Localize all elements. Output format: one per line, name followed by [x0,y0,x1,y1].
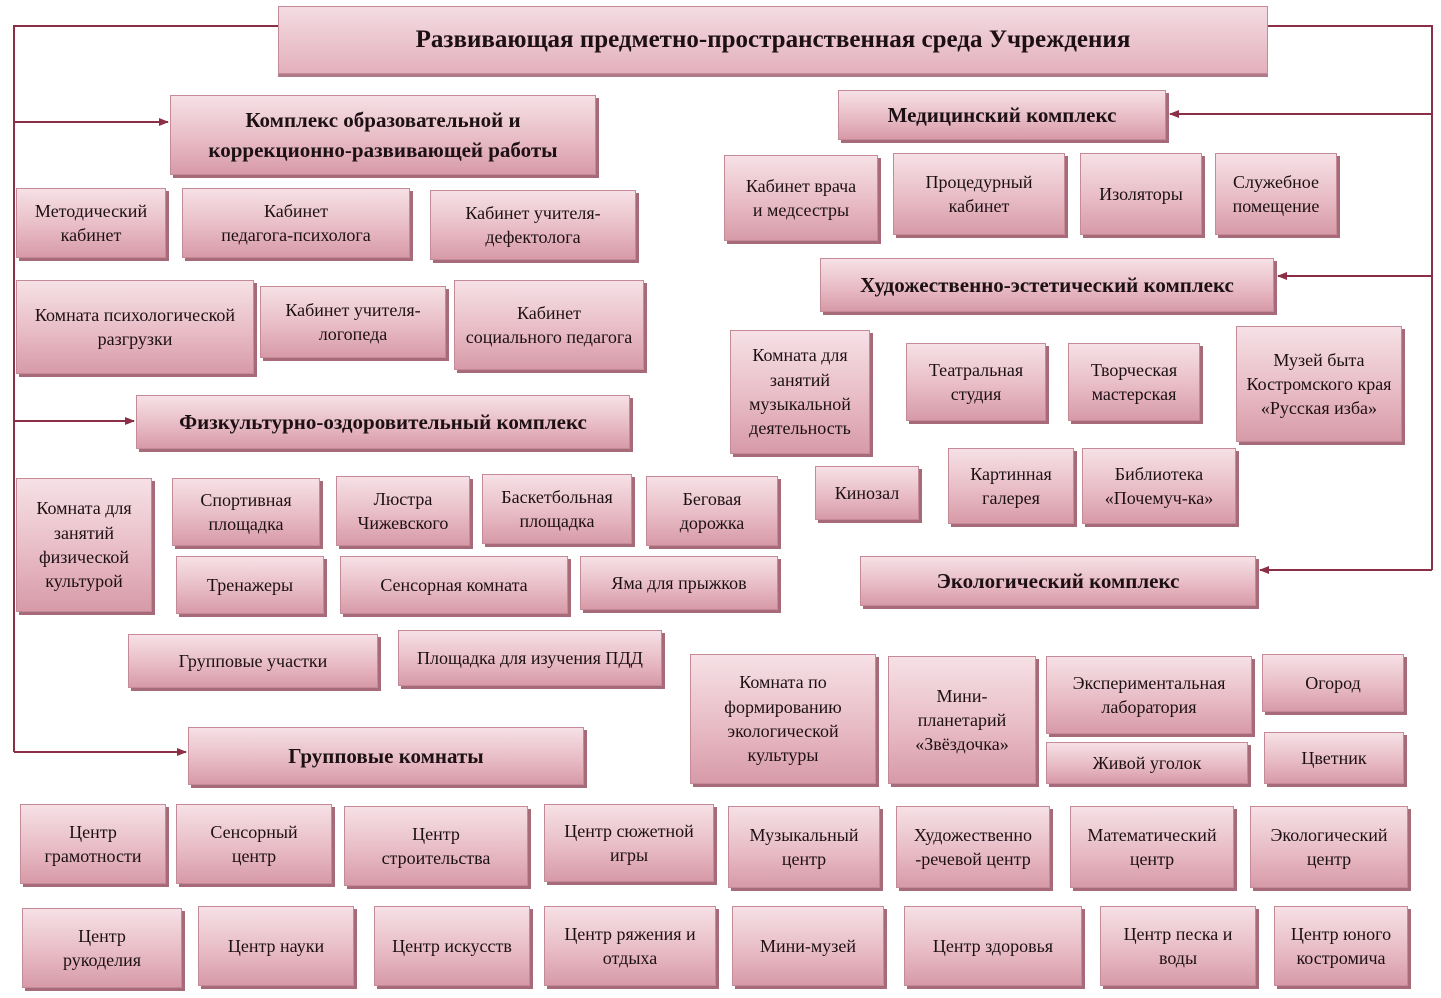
right-trunk-line [1268,25,1433,570]
education-complex-header: Комплекс образовательной и коррекционно-… [170,95,596,175]
medical-complex-header: Медицинский комплекс [838,90,1166,140]
education-item: Кабинет учителя- логопеда [260,286,446,358]
group-center-item: Художественно -речевой центр [896,806,1050,888]
education-item: Кабинет учителя- дефектолога [430,190,636,260]
medical-item: Служебное помещение [1215,153,1337,235]
art-item: Картинная галерея [948,448,1074,524]
eco-item: Экспериментальная лаборатория [1046,656,1252,734]
sport-item: Беговая дорожка [646,476,778,546]
group-center-item: Центр ряжения и отдыха [544,906,716,986]
group-center-item: Мини-музей [732,906,884,986]
education-item: Кабинет педагога-психолога [182,188,410,258]
group-center-item: Центр юного костромича [1274,906,1408,986]
group-center-item: Сенсорный центр [176,804,332,884]
group-center-item: Центр здоровья [904,906,1082,986]
group-center-item: Центр искусств [374,906,530,986]
education-item: Методический кабинет [16,188,166,258]
group-center-item: Центр сюжетной игры [544,804,714,882]
education-item: Кабинет социального педагога [454,280,644,370]
art-item: Театральная студия [906,343,1046,421]
groups-complex-header: Групповые комнаты [188,727,584,785]
group-center-item: Центр грамотности [20,804,166,884]
medical-item: Кабинет врача и медсестры [724,155,878,241]
sport-item: Яма для прыжков [580,556,778,610]
eco-item: Мини- планетарий «Звёздочка» [888,656,1036,784]
art-item: Музей быта Костромского края «Русская из… [1236,326,1402,442]
eco-item: Живой уголок [1046,742,1248,784]
group-center-item: Центр строительства [344,806,528,886]
eco-item: Огород [1262,654,1404,712]
sport-item: Спортивная площадка [172,478,320,546]
sport-complex-header: Физкультурно-оздоровительный комплекс [136,395,630,449]
diagram-title: Развивающая предметно-пространственная с… [278,6,1268,74]
eco-complex-header: Экологический комплекс [860,556,1256,606]
sport-item: Баскетбольная площадка [482,474,632,544]
eco-item: Цветник [1264,732,1404,784]
medical-item: Процедурный кабинет [893,153,1065,235]
sport-item: Тренажеры [176,556,324,614]
group-center-item: Центр науки [198,906,354,986]
art-complex-header: Художественно-эстетический комплекс [820,258,1274,312]
sport-item: Люстра Чижевского [336,476,470,546]
group-center-item: Математический центр [1070,806,1234,888]
eco-item: Комната по формированию экологической ку… [690,654,876,784]
medical-item: Изоляторы [1080,153,1202,235]
sport-item: Площадка для изучения ПДД [398,630,662,686]
group-center-item: Центр песка и воды [1100,906,1256,986]
group-center-item: Центр рукоделия [22,908,182,988]
art-item: Кинозал [815,466,919,520]
art-item: Творческая мастерская [1068,343,1200,421]
sport-item: Комната для занятий физической культурой [16,478,152,612]
sport-item: Сенсорная комната [340,556,568,614]
group-center-item: Экологический центр [1250,806,1408,888]
art-item: Библиотека «Почемуч-ка» [1082,448,1236,524]
education-item: Комната психологической разгрузки [16,280,254,374]
group-center-item: Музыкальный центр [728,806,880,888]
sport-item: Групповые участки [128,634,378,688]
art-item: Комната для занятий музыкальной деятельн… [730,330,870,454]
left-trunk-line [13,25,278,752]
